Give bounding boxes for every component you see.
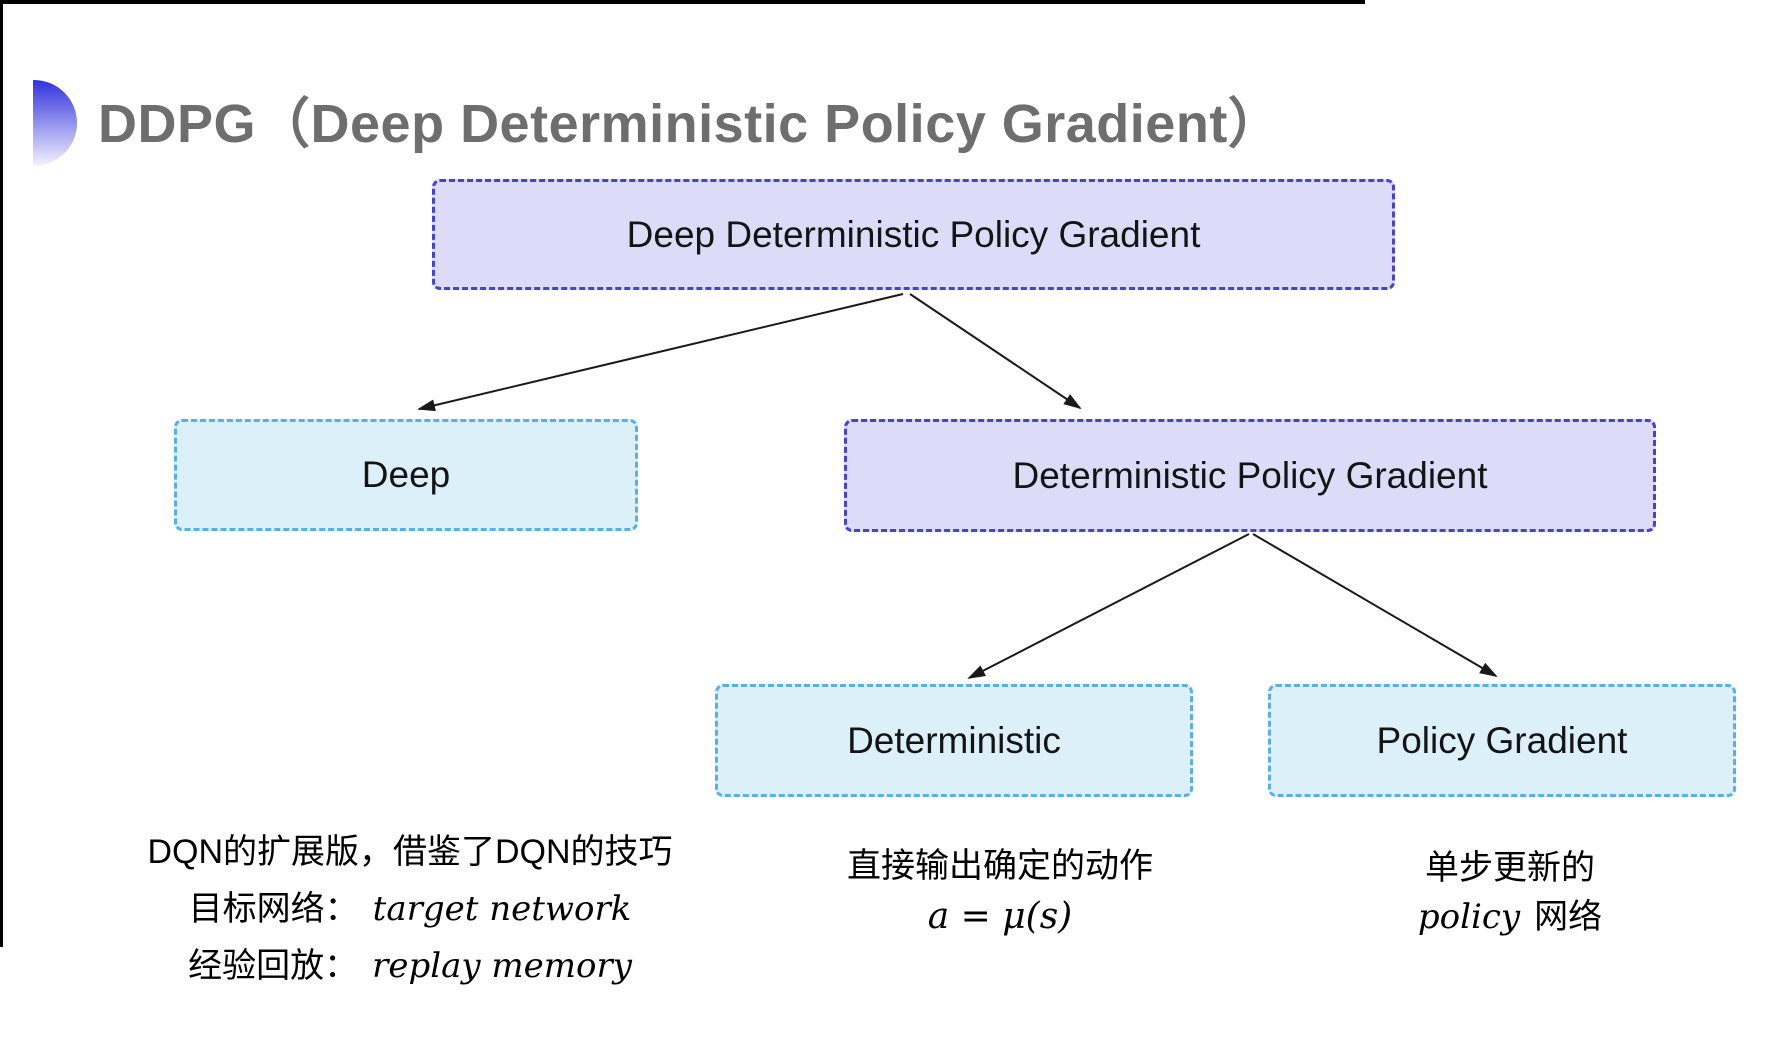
tree-node-deterministic: Deterministic: [715, 684, 1193, 797]
arrow-ddpg-to-dpg: [909, 293, 1082, 410]
tree-node-deterministic-label: Deterministic: [847, 719, 1061, 761]
tree-node-policy-gradient-label: Policy Gradient: [1376, 719, 1628, 761]
arrow-dpg-to-policy-gradient: [1252, 533, 1498, 678]
title-bullet-icon: [33, 80, 77, 166]
note-deep-line1: DQN的扩展版，借鉴了DQN的技巧: [147, 833, 673, 871]
note-deterministic-line1: 直接输出确定的动作: [847, 847, 1153, 885]
tree-node-dpg-label: Deterministic Policy Gradient: [1012, 454, 1488, 496]
tree-node-deterministic-policy-gradient: Deterministic Policy Gradient: [844, 419, 1656, 532]
note-deep-replay-label: 经验回放：: [188, 947, 359, 985]
tree-node-policy-gradient: Policy Gradient: [1268, 684, 1736, 797]
page-title: DDPG（Deep Deterministic Policy Gradient）: [98, 93, 1283, 154]
note-network-word: 网络: [1534, 898, 1603, 936]
arrow-dpg-to-deterministic: [967, 533, 1250, 679]
note-policy-gradient-line2: policy 网络: [1290, 897, 1730, 938]
tree-node-deep-label: Deep: [361, 454, 451, 495]
window-left-border: [0, 0, 3, 947]
tree-node-ddpg: Deep Deterministic Policy Gradient: [432, 179, 1395, 290]
note-deterministic-formula: a = μ(s): [927, 896, 1073, 937]
tree-node-deep: Deep: [174, 419, 638, 531]
note-deep-target-value: target network: [372, 889, 632, 929]
note-deep-target-label: 目标网络：: [188, 890, 359, 928]
arrow-ddpg-to-deep: [417, 293, 904, 412]
tree-node-ddpg-label: Deep Deterministic Policy Gradient: [626, 213, 1201, 255]
window-top-border: [0, 0, 1365, 4]
note-policy-word: policy: [1417, 897, 1521, 937]
note-deep-replay-memory: 经验回放： replay memory: [110, 946, 710, 987]
note-policy-gradient-line1: 单步更新的: [1425, 849, 1595, 887]
note-deep-target-network: 目标网络： target network: [110, 889, 710, 930]
note-deep-replay-value: replay memory: [372, 946, 632, 986]
